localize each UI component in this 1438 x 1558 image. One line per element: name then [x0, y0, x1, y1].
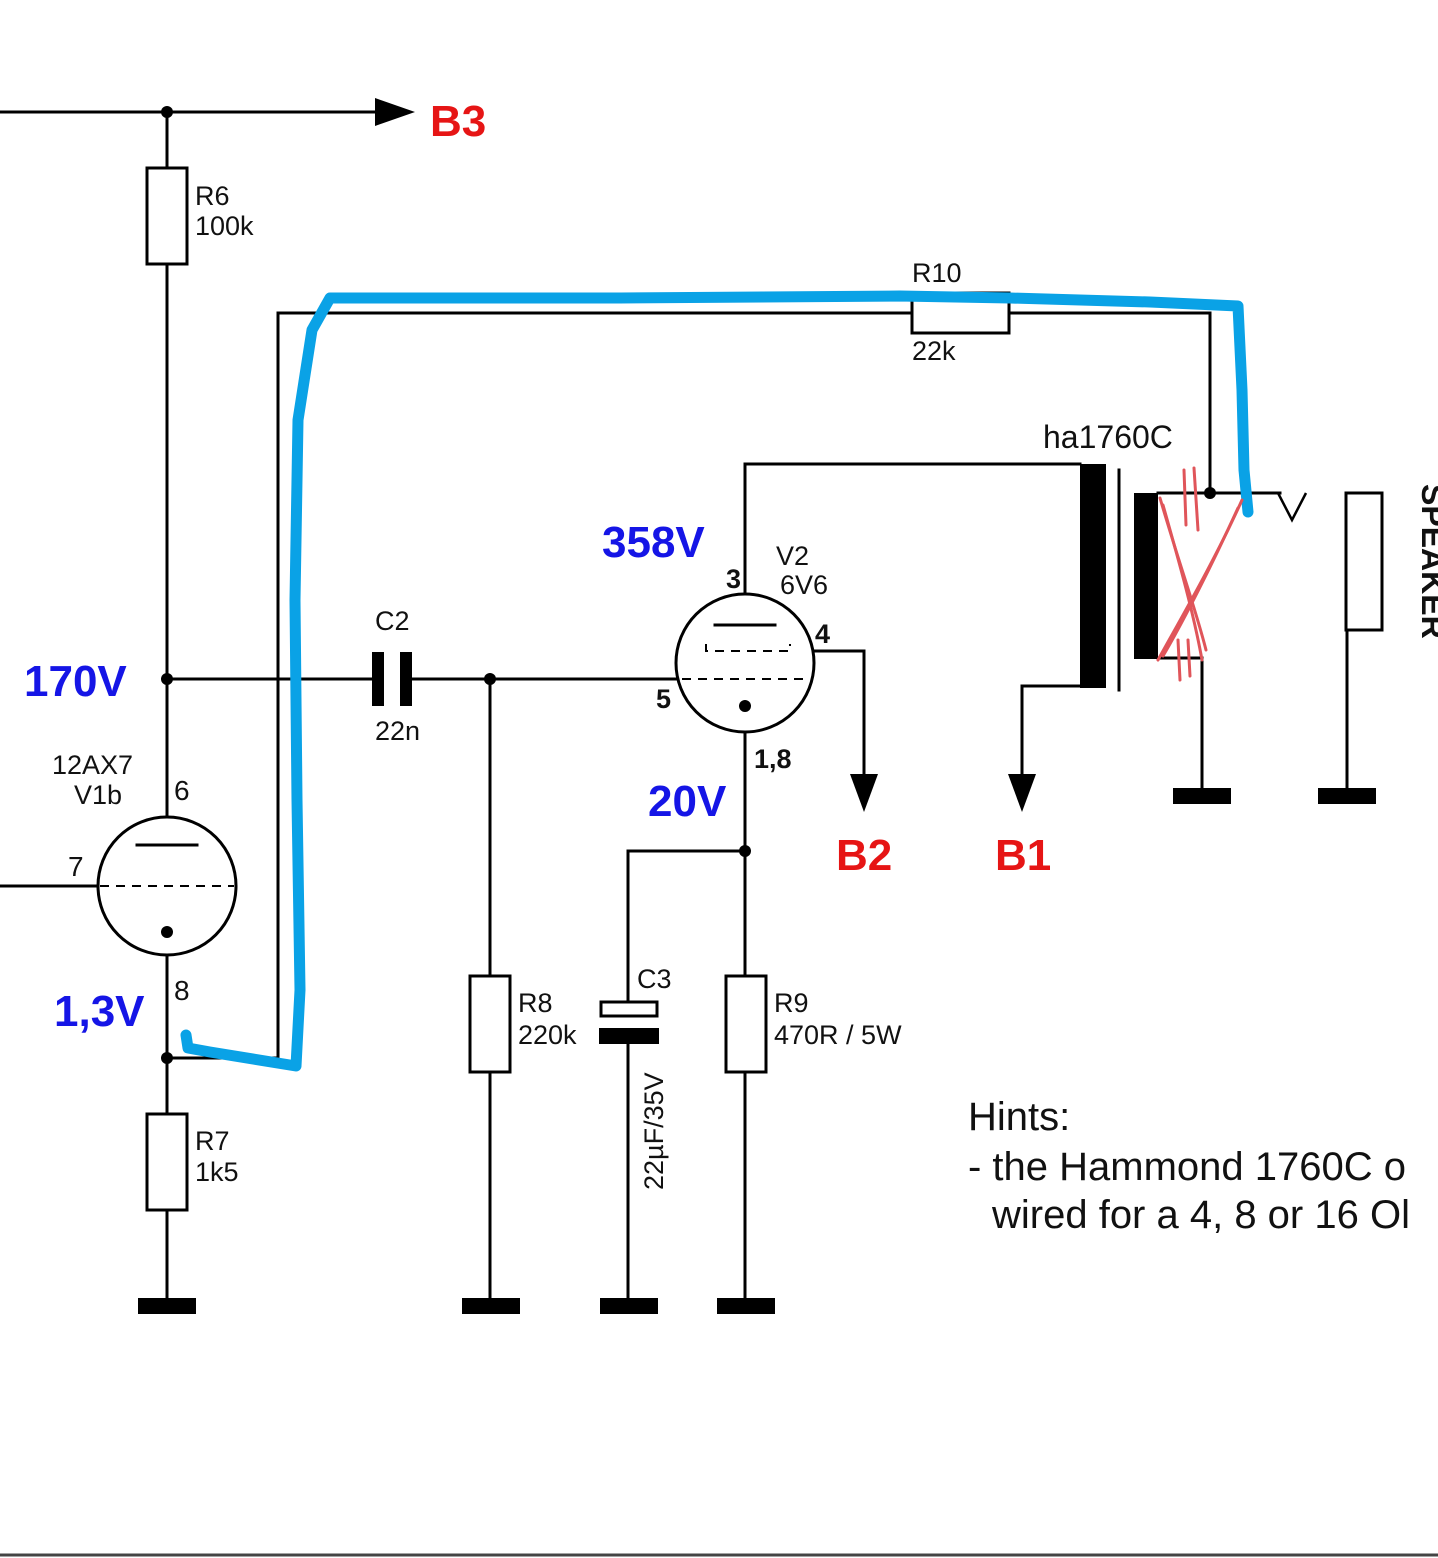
- v2-pin-cathode: 1,8: [754, 744, 792, 774]
- ground-symbol: [1173, 788, 1231, 804]
- v2-pin-plate: 3: [726, 564, 741, 594]
- tube-screen-grid: [705, 644, 791, 652]
- voltage-v1-plate: 170V: [24, 657, 127, 706]
- rail-b2: B2: [836, 831, 892, 880]
- feedback-markup-stroke: [180, 290, 1254, 1072]
- tube-envelope: [674, 592, 816, 734]
- v2-pin-screen: 4: [815, 619, 830, 649]
- voltage-v1-cathode: 1,3V: [54, 987, 145, 1036]
- junction-dot: [161, 673, 173, 685]
- output-tap-symbol: [1276, 492, 1308, 523]
- resistor-r8: [468, 974, 512, 1074]
- r10-value: 22k: [912, 336, 956, 366]
- grounds: [138, 788, 1376, 1314]
- r7-value: 1k5: [195, 1157, 239, 1187]
- v2-type: 6V6: [780, 570, 828, 600]
- junction-dot: [484, 673, 496, 685]
- r9-value: 470R / 5W: [774, 1020, 902, 1050]
- capacitor-c2-plate: [372, 652, 384, 706]
- v1b-pin-cathode: 8: [174, 975, 190, 1006]
- v1b-type: 12AX7: [52, 750, 133, 780]
- resistor-r7: [145, 1112, 189, 1212]
- v2-name: V2: [776, 541, 809, 571]
- c2-value: 22n: [375, 716, 420, 746]
- voltage-v2-cathode: 20V: [648, 777, 727, 826]
- r9-name: R9: [774, 988, 809, 1018]
- hints-title: Hints:: [968, 1095, 1070, 1139]
- v1b-pin-grid: 7: [68, 851, 84, 882]
- hints-line-2: wired for a 4, 8 or 16 Ol: [991, 1193, 1410, 1237]
- ground-symbol: [600, 1298, 658, 1314]
- capacitor-c3-minus-plate: [599, 1028, 659, 1044]
- c3-name: C3: [637, 964, 672, 994]
- rail-labels: B3 B2 B1: [430, 97, 1051, 880]
- resistors: [145, 166, 1384, 1212]
- hints-block: Hints: - the Hammond 1760C o wired for a…: [968, 1095, 1410, 1237]
- v1b-name: V1b: [74, 780, 122, 810]
- r10-name: R10: [912, 258, 962, 288]
- ground-symbol: [138, 1298, 196, 1314]
- wiring: [0, 98, 1349, 1302]
- cross-markup-tick: [1176, 638, 1192, 682]
- v1b-pin-plate: 6: [174, 775, 190, 806]
- tube-cathode: [739, 700, 751, 712]
- transformer-label: ha1760C: [1043, 419, 1173, 455]
- ground-symbol: [1318, 788, 1376, 804]
- b2-arrow: [850, 774, 878, 812]
- cross-markup-tick: [1182, 466, 1200, 532]
- r8-value: 220k: [518, 1020, 577, 1050]
- b1-arrow: [1008, 774, 1036, 812]
- v2-pin-grid: 5: [656, 684, 671, 714]
- junctions: [161, 106, 1216, 1064]
- resistor-r9: [724, 974, 768, 1074]
- cross-markup-stroke: [1161, 503, 1204, 662]
- component-labels: R6 100k R7 1k5 R8 220k R9 470R / 5W R10 …: [52, 181, 1438, 1190]
- speaker-label: SPEAKER: [1415, 484, 1438, 639]
- cross-markup: [1156, 466, 1244, 682]
- r7-name: R7: [195, 1126, 230, 1156]
- r6-value: 100k: [195, 211, 254, 241]
- rail-b3: B3: [430, 97, 486, 146]
- voltage-labels: 170V 1,3V 358V 20V: [24, 518, 727, 1036]
- r8-name: R8: [518, 988, 553, 1018]
- voltage-v2-plate: 358V: [602, 518, 705, 567]
- tube-cathode: [161, 926, 173, 938]
- hints-line-1: - the Hammond 1760C o: [968, 1145, 1406, 1189]
- resistor-r6: [145, 166, 189, 266]
- transformer-secondary: [1134, 493, 1158, 659]
- capacitors: [372, 652, 659, 1044]
- c3-value: 22µF/35V: [639, 1072, 669, 1190]
- junction-dot: [1204, 487, 1216, 499]
- tube-v1b: [96, 815, 238, 957]
- r6-name: R6: [195, 181, 230, 211]
- junction-dot: [161, 106, 173, 118]
- ground-symbol: [717, 1298, 775, 1314]
- capacitor-c2-plate: [400, 652, 412, 706]
- b3-arrow: [375, 98, 415, 126]
- junction-dot: [739, 845, 751, 857]
- junction-dot: [161, 1052, 173, 1064]
- c2-name: C2: [375, 606, 410, 636]
- rail-b1: B1: [995, 831, 1051, 880]
- transformer-primary: [1080, 464, 1106, 688]
- tube-v2: [674, 592, 816, 734]
- cross-markup-stroke: [1161, 506, 1240, 658]
- ground-symbol: [462, 1298, 520, 1314]
- capacitor-c3-plus-plate: [599, 1000, 659, 1018]
- transformer-ha1760c: [1080, 464, 1158, 692]
- speaker-symbol: [1344, 491, 1384, 632]
